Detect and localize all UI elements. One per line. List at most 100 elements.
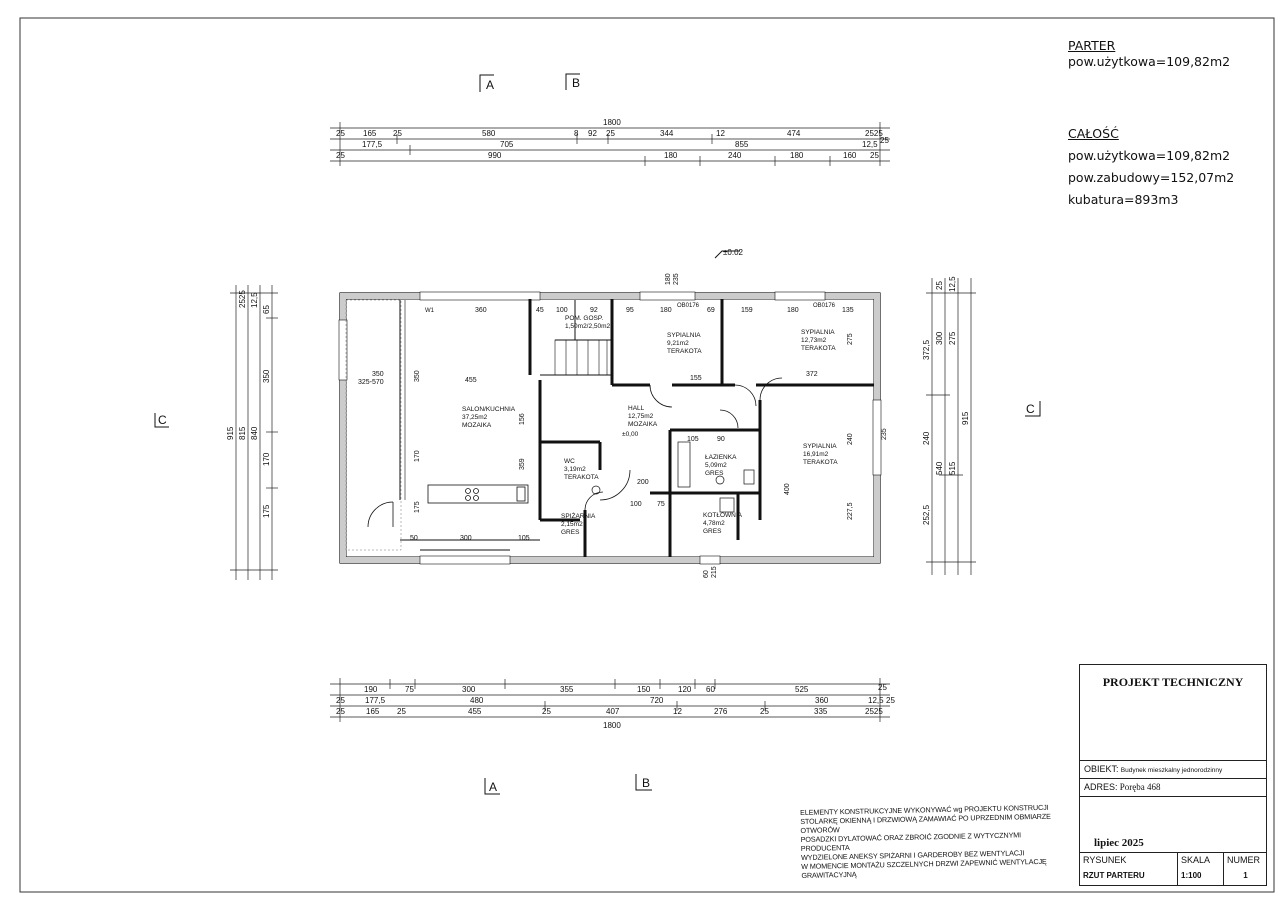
svg-text:5,09m2: 5,09m2	[705, 462, 727, 469]
dimension-text: 95	[626, 307, 634, 314]
dimension-text: 240	[922, 431, 931, 445]
dimension-text: 25	[606, 129, 615, 138]
issue-date: lipiec 2025	[1094, 837, 1144, 849]
window-label: OB0176	[813, 303, 836, 309]
svg-text:2,15m2: 2,15m2	[561, 521, 583, 528]
drawing-value: RZUT PARTERU	[1083, 871, 1145, 880]
dimension-text: 180	[660, 307, 672, 314]
dimension-text: 276	[714, 707, 728, 716]
dimension-text: 170	[414, 450, 421, 462]
dimension-text: 12,5	[948, 276, 957, 292]
dimension-text: 525	[795, 685, 809, 694]
svg-text:9,21m2: 9,21m2	[667, 340, 689, 347]
exterior-walls	[339, 292, 881, 564]
totals-volume: kubatura=893m3	[1068, 192, 1179, 207]
dimension-text: 165	[363, 129, 377, 138]
dimension-text: 360	[475, 307, 487, 314]
dimension-text: 372	[806, 371, 818, 378]
floor-name: PARTER	[1068, 38, 1116, 53]
section-markers: A B C A B C	[154, 73, 1041, 795]
totals-heading: CAŁOŚĆ	[1068, 126, 1119, 141]
svg-text:MOZAIKA: MOZAIKA	[462, 422, 492, 429]
svg-text:ŁAZIENKA: ŁAZIENKA	[705, 454, 737, 461]
dimension-text: 12,5	[250, 292, 259, 308]
dimension-text: 355	[560, 685, 574, 694]
svg-text:1,50m2/2,50m2: 1,50m2/2,50m2	[565, 323, 611, 330]
dimension-text: 25	[336, 151, 345, 160]
dimension-text: 25	[880, 136, 889, 145]
dimension-text: 100	[556, 307, 568, 314]
section-marker-label: B	[642, 776, 650, 790]
room-labels: SALON/KUCHNIA 37,25m2 MOZAIKA POM. GOSP.…	[462, 315, 838, 536]
room-label-hall: HALL 12,75m2 MOZAIKA ±0,00	[622, 405, 658, 438]
dimension-text: 177,5	[362, 140, 383, 149]
svg-text:HALL: HALL	[628, 405, 645, 412]
title-block-heading: PROJEKT TECHNICZNY	[1102, 675, 1244, 689]
dimension-text: 240	[847, 433, 854, 445]
left-dimension-lines	[230, 285, 278, 580]
section-marker-label: C	[1026, 402, 1035, 416]
object-label: OBIEKT:	[1084, 764, 1119, 774]
svg-text:GRES: GRES	[705, 470, 724, 477]
terrace-outline	[345, 299, 402, 551]
dimension-text: 515	[948, 461, 957, 475]
totals-summary: CAŁOŚĆ pow.użytkowa=109,82m2 pow.zabudow…	[1068, 123, 1234, 211]
svg-text:4,78m2: 4,78m2	[703, 520, 725, 527]
bedroom-door	[734, 384, 757, 407]
dimension-text: 540	[935, 461, 944, 475]
dimension-text: 135	[842, 307, 854, 314]
dimension-text: 344	[660, 129, 674, 138]
window-labels: OB0176 OB0176 W1	[425, 303, 836, 314]
right-dimension-texts: 372,5 300 275 915 240 540 515 252,5 25 1…	[922, 276, 970, 525]
dimension-text: 235	[673, 273, 680, 285]
dimension-text: 12,5	[862, 140, 878, 149]
dimension-text: 215	[711, 566, 718, 578]
dimension-text: 840	[250, 426, 259, 440]
dimension-text: 455	[465, 377, 477, 384]
dimension-text: 180	[790, 151, 804, 160]
interior-walls	[528, 299, 874, 557]
dimension-text: 25	[886, 696, 895, 705]
svg-text:37,25m2: 37,25m2	[462, 414, 488, 421]
room-label-bedroom-1: SYPIALNIA 9,21m2 TERAKOTA	[667, 332, 702, 355]
svg-text:TERAKOTA: TERAKOTA	[667, 348, 702, 355]
bottom-dimension-texts: 190 75 300 355 150 120 60 525 25 25 177,…	[336, 683, 895, 730]
svg-text:TERAKOTA: TERAKOTA	[801, 345, 836, 352]
drawing-cell: RYSUNEK RZUT PARTERU	[1080, 853, 1177, 886]
svg-text:MOZAIKA: MOZAIKA	[628, 421, 658, 428]
bedroom-door	[649, 384, 673, 408]
bathroom-fixtures	[591, 441, 755, 513]
bottom-dimension-lines	[330, 678, 890, 722]
dimension-text: 407	[606, 707, 620, 716]
dimension-text: 156	[519, 413, 526, 425]
number-label: NUMER	[1227, 855, 1260, 865]
dimension-text: 25	[336, 707, 345, 716]
dimension-text: 155	[690, 375, 702, 382]
dimension-text: 160	[843, 151, 857, 160]
svg-text:SALON/KUCHNIA: SALON/KUCHNIA	[462, 406, 516, 413]
dimension-text: 300	[462, 685, 476, 694]
totals-usable-area: pow.użytkowa=109,82m2	[1068, 148, 1231, 163]
dimension-text: 335	[814, 707, 828, 716]
dimension-text: 177,5	[365, 696, 386, 705]
dimension-text: 92	[588, 129, 597, 138]
dimension-text: 180	[665, 273, 672, 285]
dimension-text: 105	[687, 436, 699, 443]
dimension-text: 275	[948, 331, 957, 345]
construction-notes: ELEMENTY KONSTRUKCYJNE WYKONYWAĆ wg PROJ…	[800, 802, 1071, 880]
doors	[367, 377, 783, 528]
dimension-text: 2525	[865, 707, 883, 716]
dimension-text: 25	[542, 707, 551, 716]
dimension-text: 12	[716, 129, 725, 138]
dimension-text: 25	[397, 707, 406, 716]
bathroom-door	[719, 409, 739, 429]
dimension-text: 705	[500, 140, 514, 149]
top-dimension-texts: 1800 25 165 25 580 8 92 25 344 12 474 25…	[336, 118, 889, 160]
dimension-text: 25	[336, 696, 345, 705]
dimension-text: 65	[262, 305, 271, 314]
svg-text:SYPIALNIA: SYPIALNIA	[667, 332, 701, 339]
dimension-text: 580	[482, 129, 496, 138]
dimension-text: 1800	[603, 721, 621, 730]
dimension-text: 2525	[238, 290, 247, 308]
